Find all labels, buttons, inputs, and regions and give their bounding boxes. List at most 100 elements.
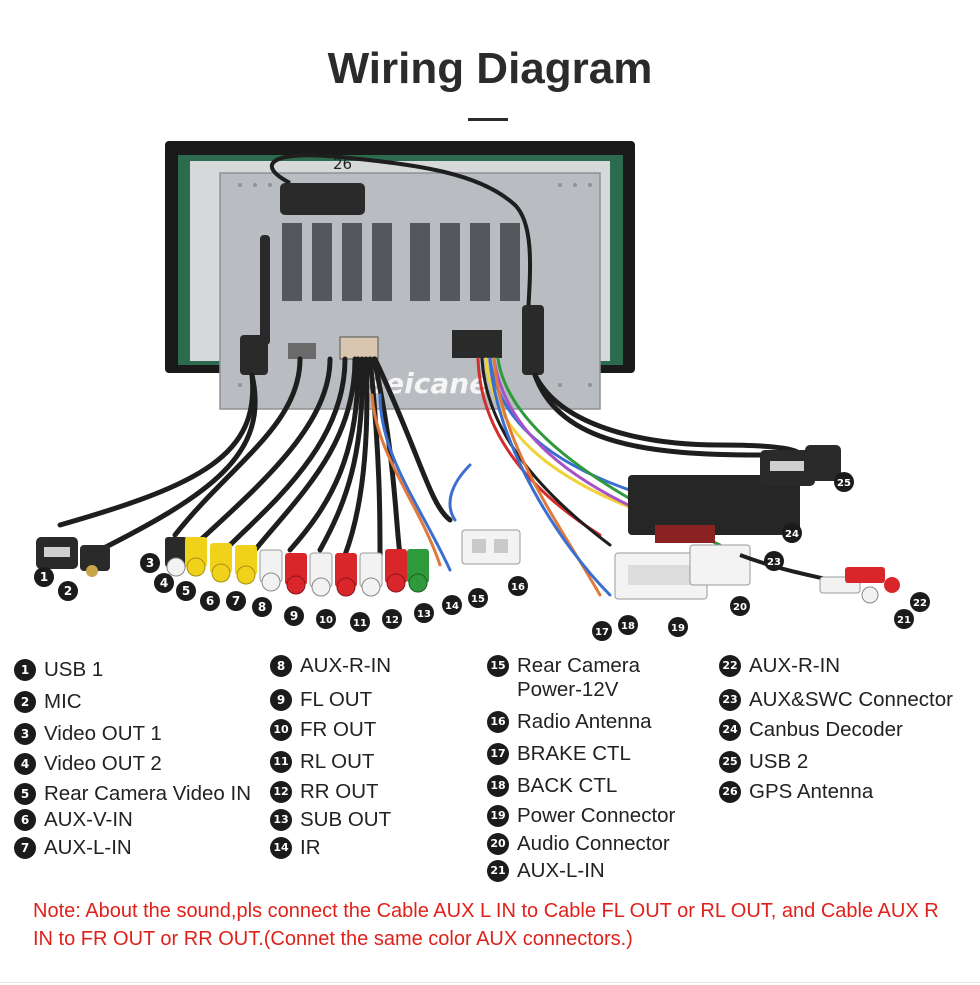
- legend-number-badge: 10: [270, 719, 292, 741]
- legend-number-badge: 19: [487, 805, 509, 827]
- legend-label: Video OUT 2: [44, 752, 162, 775]
- gps-antenna-block: [280, 183, 365, 215]
- svg-text:20: 20: [733, 602, 747, 613]
- svg-text:13: 13: [417, 609, 431, 620]
- legend-item-11: 11 RL OUT: [270, 750, 374, 774]
- page-title: Wiring Diagram: [327, 44, 653, 93]
- svg-text:18: 18: [621, 621, 635, 632]
- wifi-antenna: [260, 235, 270, 345]
- callout-25: 25: [834, 472, 854, 492]
- callout-23: 23: [764, 551, 784, 571]
- legend-label: Audio Connector: [517, 832, 670, 855]
- callout-8: 8: [252, 597, 272, 617]
- legend-label: RL OUT: [300, 750, 375, 773]
- svg-text:8: 8: [258, 600, 266, 614]
- legend-number-badge: 17: [487, 743, 509, 765]
- svg-text:1: 1: [40, 570, 48, 584]
- svg-text:7: 7: [232, 594, 240, 608]
- svg-text:11: 11: [353, 618, 367, 629]
- svg-text:22: 22: [913, 598, 927, 609]
- legend-label: Radio Antenna: [517, 710, 652, 733]
- audio-connector: [689, 544, 751, 586]
- callout-10: 10: [316, 609, 336, 629]
- rear-connector-left: [288, 343, 316, 359]
- cable-bundle: [57, 356, 833, 558]
- callout-24: 24: [782, 523, 802, 543]
- legend-label: AUX-R-IN: [749, 654, 841, 677]
- legend-number-badge: 13: [270, 809, 292, 831]
- bottom-divider: [0, 982, 980, 983]
- svg-text:24: 24: [785, 529, 799, 540]
- callout-14: 14: [442, 595, 462, 615]
- right-post: [522, 305, 544, 375]
- callout-2: 2: [58, 581, 78, 601]
- callout-22: 22: [910, 592, 930, 612]
- callout-3: 3: [140, 553, 160, 573]
- legend-item-17: 17 BRAKE CTL: [487, 742, 631, 766]
- legend-item-13: 13 SUB OUT: [270, 808, 391, 832]
- callout-6: 6: [200, 591, 220, 611]
- legend-number-badge: 14: [270, 837, 292, 859]
- callout-9: 9: [284, 606, 304, 626]
- legend-label: AUX-R-IN: [300, 654, 392, 677]
- legend-number-badge: 11: [270, 751, 292, 773]
- legend-number-badge: 6: [14, 809, 36, 831]
- gps-cable: [269, 153, 533, 316]
- legend-label: BRAKE CTL: [517, 742, 631, 765]
- usb2-plug-b: [805, 445, 841, 481]
- svg-text:12: 12: [385, 615, 399, 626]
- legend-number-badge: 25: [719, 751, 741, 773]
- legend-number-badge: 15: [487, 655, 509, 677]
- legend-label: FL OUT: [300, 688, 373, 711]
- callout-17: 17: [592, 621, 612, 641]
- svg-text:15: 15: [471, 594, 485, 605]
- legend-number-badge: 18: [487, 775, 509, 797]
- svg-text:6: 6: [206, 594, 214, 608]
- legend-number-badge: 1: [14, 659, 36, 681]
- svg-text:16: 16: [511, 582, 525, 593]
- legend-number-badge: 22: [719, 655, 741, 677]
- legend-item-22: 22 AUX-R-IN: [719, 654, 840, 678]
- svg-text:5: 5: [182, 584, 190, 598]
- legend-number-badge: 5: [14, 783, 36, 805]
- legend-number-badge: 7: [14, 837, 36, 859]
- legend-label: AUX-L-IN: [517, 859, 605, 882]
- svg-text:14: 14: [445, 601, 459, 612]
- legend-item-1: 1 USB 1: [14, 658, 103, 682]
- legend-label: Canbus Decoder: [749, 718, 903, 741]
- chassis-dots: [238, 183, 592, 387]
- callout-5: 5: [176, 581, 196, 601]
- svg-text:2: 2: [64, 584, 72, 598]
- wiring-illustration: 26 Seicane: [34, 141, 930, 641]
- svg-text:17: 17: [595, 627, 609, 638]
- svg-text:4: 4: [160, 576, 168, 590]
- callout-4: 4: [154, 573, 174, 593]
- svg-text:21: 21: [897, 615, 911, 626]
- callout-21: 21: [894, 609, 914, 629]
- legend-label: SUB OUT: [300, 808, 392, 831]
- legend-label: USB 1: [44, 658, 104, 681]
- legend-number-badge: 2: [14, 691, 36, 713]
- legend-label: AUX&SWC Connector: [749, 688, 953, 711]
- svg-text:25: 25: [837, 478, 851, 489]
- callout-18: 18: [618, 615, 638, 635]
- legend-label: IR: [300, 836, 321, 859]
- callout-15: 15: [468, 588, 488, 608]
- legend-label: Rear Camera Power-12V: [517, 654, 641, 701]
- legend-number-badge: 3: [14, 723, 36, 745]
- radio-antenna-connector: [461, 529, 521, 565]
- legend-number-badge: 21: [487, 860, 509, 882]
- legend-item-15: 15 Rear Camera Power-12V: [487, 654, 640, 702]
